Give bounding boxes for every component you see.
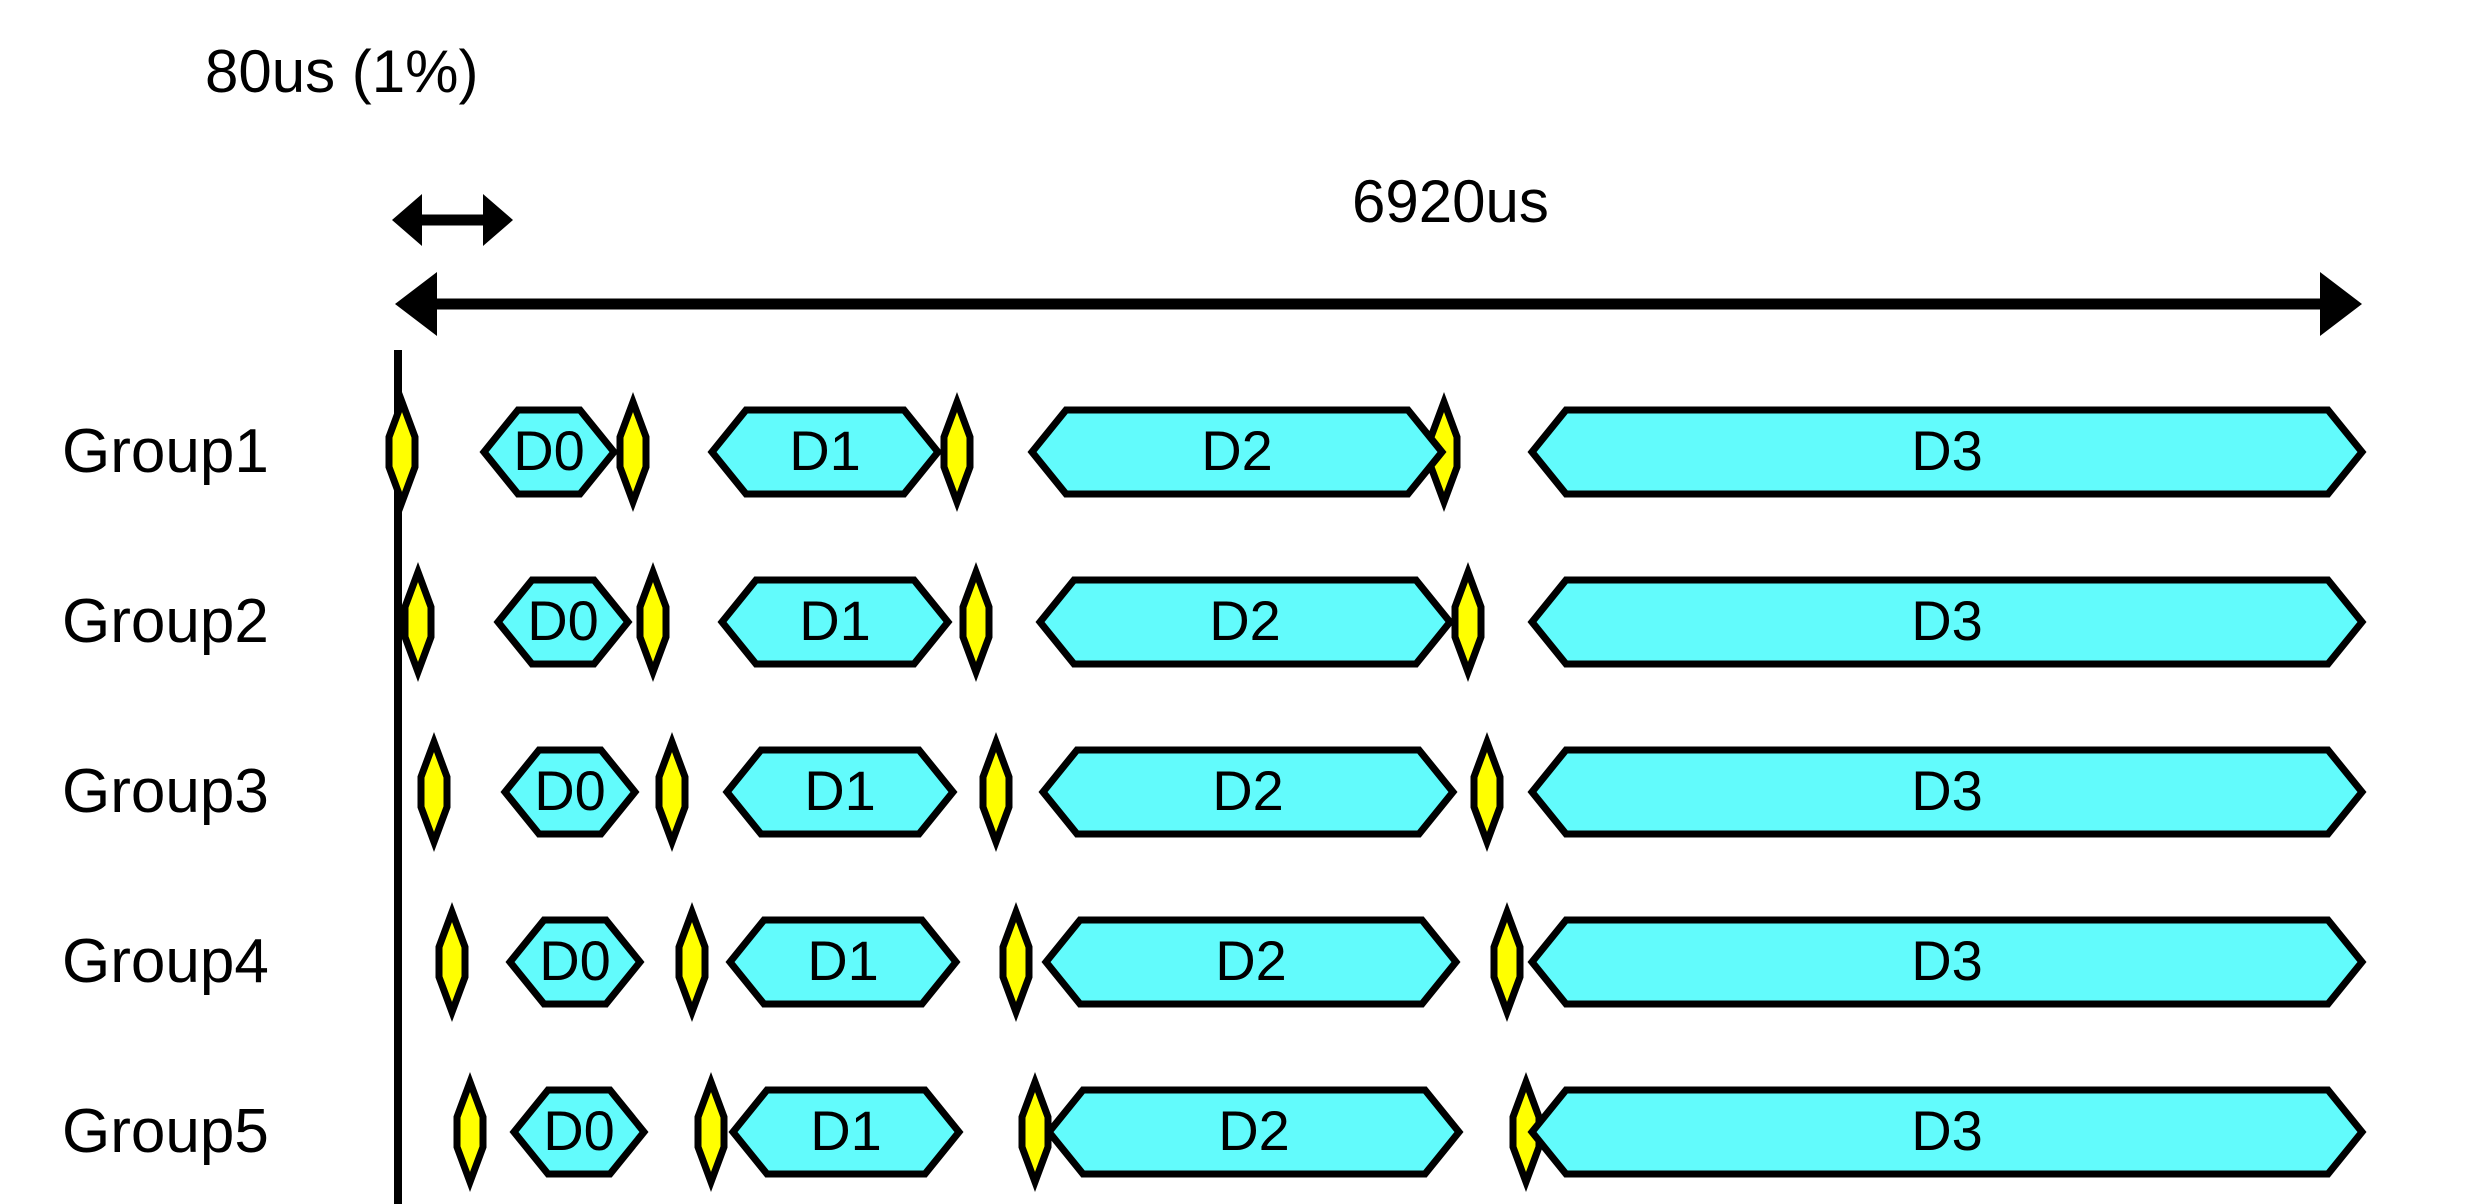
sync-marker-2-3 bbox=[1470, 731, 1504, 853]
data-block-d2-row3 bbox=[1038, 746, 1458, 838]
data-block-label-d2-row5: D2 bbox=[1218, 1099, 1290, 1162]
data-block-label-d2-row3: D2 bbox=[1212, 759, 1284, 822]
sync-marker-3-3 bbox=[1490, 901, 1524, 1023]
long-span-arrow-right-head bbox=[2320, 272, 2362, 336]
data-block-label-d1-row3: D1 bbox=[804, 759, 876, 822]
long-span-arrow-left-head bbox=[395, 272, 437, 336]
data-block-d3-row1 bbox=[1527, 406, 2367, 498]
data-block-d1-row5 bbox=[728, 1086, 964, 1178]
sync-marker-4-3 bbox=[1509, 1071, 1543, 1193]
data-block-label-d0-row5: D0 bbox=[543, 1099, 615, 1162]
data-block-d3-row3 bbox=[1527, 746, 2367, 838]
timeline-row: D0 D1 D2 D3 bbox=[417, 731, 2367, 853]
data-block-label-d3-row4: D3 bbox=[1911, 929, 1983, 992]
group-label-2: Group2 bbox=[62, 587, 269, 656]
group-label-1: Group1 bbox=[62, 417, 269, 486]
data-block-label-d1-row2: D1 bbox=[799, 589, 871, 652]
sync-marker-1-2 bbox=[959, 561, 993, 683]
data-block-d1-row1 bbox=[707, 406, 943, 498]
data-block-d1-row4 bbox=[725, 916, 961, 1008]
sync-marker-1-3 bbox=[1451, 561, 1485, 683]
data-block-label-d1-row5: D1 bbox=[810, 1099, 882, 1162]
data-block-d0-row1 bbox=[479, 406, 619, 498]
data-block-d3-row4 bbox=[1527, 916, 2367, 1008]
sync-marker-4-1 bbox=[694, 1071, 728, 1193]
data-block-label-d2-row1: D2 bbox=[1201, 419, 1273, 482]
data-block-d2-row2 bbox=[1035, 576, 1455, 668]
data-block-label-d2-row4: D2 bbox=[1215, 929, 1287, 992]
data-block-d0-row2 bbox=[493, 576, 633, 668]
data-block-label-d0-row2: D0 bbox=[527, 589, 599, 652]
sync-marker-0-1 bbox=[616, 391, 650, 513]
data-block-d0-row4 bbox=[505, 916, 645, 1008]
data-block-d1-row3 bbox=[722, 746, 958, 838]
data-block-d0-row3 bbox=[500, 746, 640, 838]
data-block-d2-row4 bbox=[1041, 916, 1461, 1008]
data-block-d2-row5 bbox=[1044, 1086, 1464, 1178]
sync-marker-0-2 bbox=[940, 391, 974, 513]
sync-marker-1-0 bbox=[401, 561, 435, 683]
data-block-label-d1-row4: D1 bbox=[807, 929, 879, 992]
timeline-row: D0 D1 D2 D3 bbox=[385, 391, 2367, 513]
data-block-d0-row5 bbox=[509, 1086, 649, 1178]
small-span-arrow-left-head bbox=[392, 194, 422, 246]
sync-marker-1-1 bbox=[636, 561, 670, 683]
data-block-d3-row2 bbox=[1527, 576, 2367, 668]
small-span-label: 80us (1%) bbox=[205, 38, 479, 105]
data-block-label-d3-row5: D3 bbox=[1911, 1099, 1983, 1162]
timeline-row: D0 D1 D2 D3 bbox=[435, 901, 2367, 1023]
data-block-label-d0-row4: D0 bbox=[539, 929, 611, 992]
data-block-d3-row5 bbox=[1527, 1086, 2367, 1178]
data-block-d1-row2 bbox=[717, 576, 953, 668]
data-block-label-d2-row2: D2 bbox=[1209, 589, 1281, 652]
group-label-4: Group4 bbox=[62, 927, 269, 996]
sync-marker-3-1 bbox=[675, 901, 709, 1023]
sync-marker-2-1 bbox=[655, 731, 689, 853]
sync-marker-3-2 bbox=[999, 901, 1033, 1023]
sync-marker-0-0 bbox=[385, 391, 419, 513]
large-span-label: 6920us bbox=[1352, 168, 1549, 235]
axis-group bbox=[392, 194, 2362, 1204]
group-label-3: Group3 bbox=[62, 757, 269, 826]
small-span-arrow-right-head bbox=[483, 194, 513, 246]
sync-marker-2-0 bbox=[417, 731, 451, 853]
timeline-row: D0 D1 D2 D3 bbox=[453, 1071, 2367, 1193]
data-block-label-d0-row1: D0 bbox=[513, 419, 585, 482]
group-label-5: Group5 bbox=[62, 1097, 269, 1166]
data-block-d2-row1 bbox=[1027, 406, 1447, 498]
sync-marker-3-0 bbox=[435, 901, 469, 1023]
data-block-label-d1-row1: D1 bbox=[789, 419, 861, 482]
data-block-label-d3-row3: D3 bbox=[1911, 759, 1983, 822]
sync-marker-4-2 bbox=[1018, 1071, 1052, 1193]
timeline-row: D0 D1 D2 D3 bbox=[401, 561, 2367, 683]
data-block-label-d0-row3: D0 bbox=[534, 759, 606, 822]
data-block-label-d3-row1: D3 bbox=[1911, 419, 1983, 482]
sync-marker-4-0 bbox=[453, 1071, 487, 1193]
data-block-label-d3-row2: D3 bbox=[1911, 589, 1983, 652]
sync-marker-2-2 bbox=[979, 731, 1013, 853]
